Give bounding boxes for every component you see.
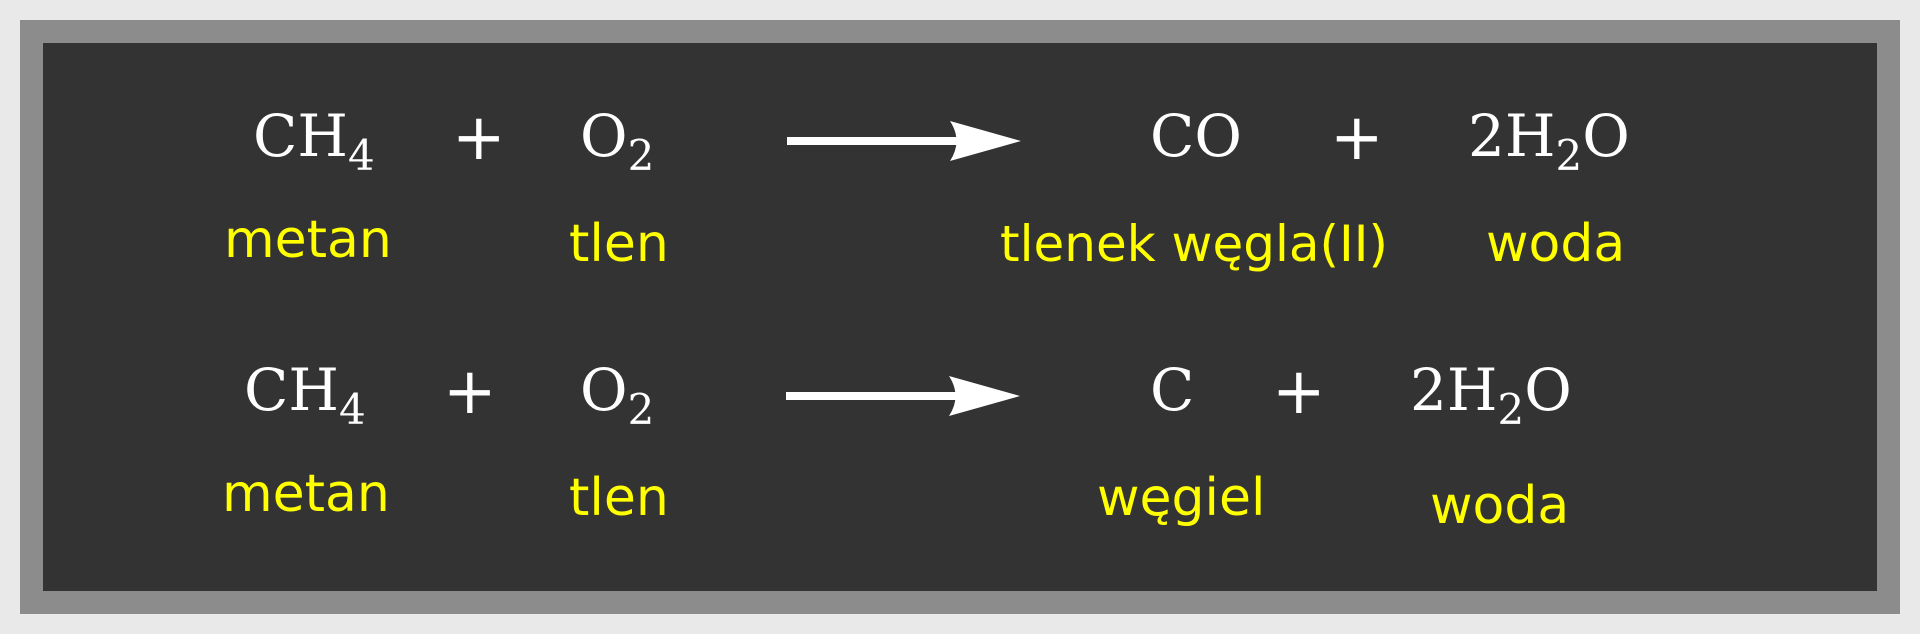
label-tlenek-wegla: tlenek węgla(II) bbox=[1000, 215, 1388, 273]
label-metan: metan bbox=[224, 210, 392, 270]
formula-ch4: CH4 bbox=[253, 102, 375, 180]
formula-2h2o: 2H2O bbox=[1468, 102, 1630, 180]
label-tlen: tlen bbox=[569, 468, 669, 528]
label-tlen: tlen bbox=[569, 214, 669, 274]
formula-co: CO bbox=[1150, 102, 1242, 170]
formula-o2: O2 bbox=[580, 356, 655, 434]
reaction-arrow bbox=[787, 121, 1021, 161]
label-woda: woda bbox=[1486, 214, 1626, 274]
label-wegiel: węgiel bbox=[1097, 468, 1266, 528]
label-woda: woda bbox=[1430, 476, 1570, 536]
formula-2h2o: 2H2O bbox=[1410, 356, 1572, 434]
formula-c: C bbox=[1150, 356, 1195, 424]
plus-sign: + bbox=[1272, 355, 1326, 429]
reaction-arrow bbox=[786, 376, 1020, 416]
plus-sign: + bbox=[1330, 101, 1384, 175]
formula-o2: O2 bbox=[580, 102, 655, 180]
plus-sign: + bbox=[443, 355, 497, 429]
plus-sign: + bbox=[452, 101, 506, 175]
formula-ch4: CH4 bbox=[244, 356, 366, 434]
label-metan: metan bbox=[222, 464, 390, 524]
